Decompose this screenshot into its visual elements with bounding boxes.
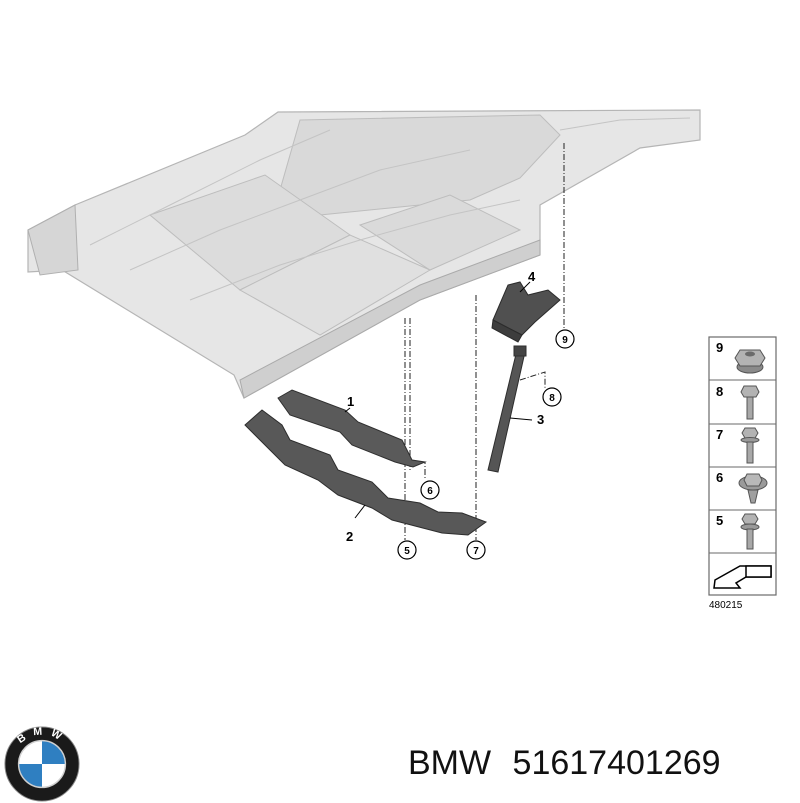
collar-bolt-icon: [740, 513, 760, 550]
ref-circle-6: 6: [427, 486, 433, 497]
diagram-code: 480215: [709, 600, 743, 611]
brand-name: BMW: [408, 744, 492, 782]
part-3-strut-end: [513, 345, 527, 357]
callout-2: 2: [346, 529, 353, 544]
bmw-logo: BMW: [4, 725, 80, 802]
flange-bolt-icon: [740, 427, 760, 464]
ref-circle-5: 5: [404, 546, 410, 557]
legend-label-5: 5: [716, 513, 723, 528]
legend-label-6: 6: [716, 470, 723, 485]
hardware-legend: 9 8 7 6 5: [708, 336, 777, 596]
callout-1: 1: [347, 394, 354, 409]
clip-nut-icon: [738, 473, 768, 504]
part-3-strut: [487, 349, 526, 473]
legend-label-7: 7: [716, 427, 723, 442]
hex-nut-icon: [734, 349, 766, 374]
ref-circle-8: 8: [549, 393, 555, 404]
hex-bolt-icon: [740, 385, 760, 420]
callout-3: 3: [537, 412, 544, 427]
legend-label-9: 9: [716, 340, 723, 355]
direction-arrow-icon: [713, 565, 772, 589]
ref-circle-9: 9: [562, 335, 568, 346]
part-4-bracket: [491, 281, 561, 343]
circled-refs: [397, 329, 575, 560]
part-1-underbody-panel: [277, 389, 427, 468]
part-number: 51617401269: [512, 744, 721, 782]
callout-leaders: [344, 281, 533, 519]
brand-part-number: BMW 51617401269: [408, 738, 721, 788]
legend-label-8: 8: [716, 384, 723, 399]
vehicle-floor-pan: [27, 109, 701, 399]
callout-4: 4: [528, 269, 536, 284]
ref-circle-7: 7: [473, 546, 479, 557]
part-2-underbody-panel: [244, 409, 488, 536]
